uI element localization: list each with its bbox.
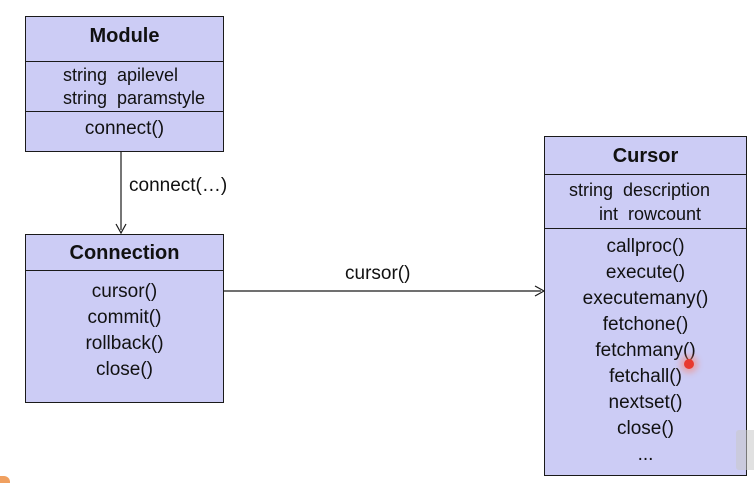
cursor-method-fetchone: fetchone()	[602, 314, 689, 335]
mouse-pointer-highlight	[684, 359, 694, 369]
cursor-attribute-rowcount: int rowcount	[599, 204, 702, 224]
module-attributes: string apilevel string paramstyle	[26, 62, 223, 112]
connection-method-rollback: rollback()	[85, 333, 164, 354]
cursor-method-ellipsis: ...	[637, 444, 654, 465]
cursor-method-fetchmany: fetchmany()	[595, 340, 696, 361]
cursor-class-box: Cursor string description int rowcount c…	[544, 136, 747, 476]
cursor-edge-label: cursor()	[345, 263, 411, 284]
connect-arrowhead	[115, 223, 127, 235]
connection-class-box: Connection cursor() commit() rollback() …	[25, 234, 224, 403]
connection-method-cursor: cursor()	[91, 281, 158, 302]
cursor-attributes: string description int rowcount	[545, 175, 746, 229]
cursor-method-close: close()	[616, 418, 674, 439]
cursor-class-title: Cursor	[545, 137, 746, 175]
connection-method-close: close()	[95, 359, 153, 380]
module-class-title: Module	[26, 17, 223, 62]
cursor-method-callproc: callproc()	[606, 236, 685, 257]
module-method-connect: connect()	[84, 118, 165, 139]
cursor-method-fetchall: fetchall()	[609, 366, 682, 387]
module-attribute-apilevel: string apilevel	[63, 65, 179, 85]
cursor-method-execute: execute()	[605, 262, 686, 283]
cursor-attribute-description: string description	[569, 180, 711, 200]
module-methods: connect()	[26, 112, 223, 146]
connection-method-commit: commit()	[87, 307, 162, 328]
module-class-box: Module string apilevel string paramstyle…	[25, 16, 224, 152]
cursor-method-executemany: executemany()	[582, 288, 709, 309]
connect-edge-label: connect(…)	[129, 175, 228, 196]
module-attribute-paramstyle: string paramstyle	[63, 88, 206, 108]
cursor-methods: callproc() execute() executemany() fetch…	[545, 229, 746, 468]
connection-methods: cursor() commit() rollback() close()	[26, 271, 223, 383]
cursor-method-nextset: nextset()	[608, 392, 683, 413]
watermark-logo	[736, 430, 754, 470]
corner-logo-fragment	[0, 476, 10, 483]
connection-class-title: Connection	[26, 235, 223, 271]
